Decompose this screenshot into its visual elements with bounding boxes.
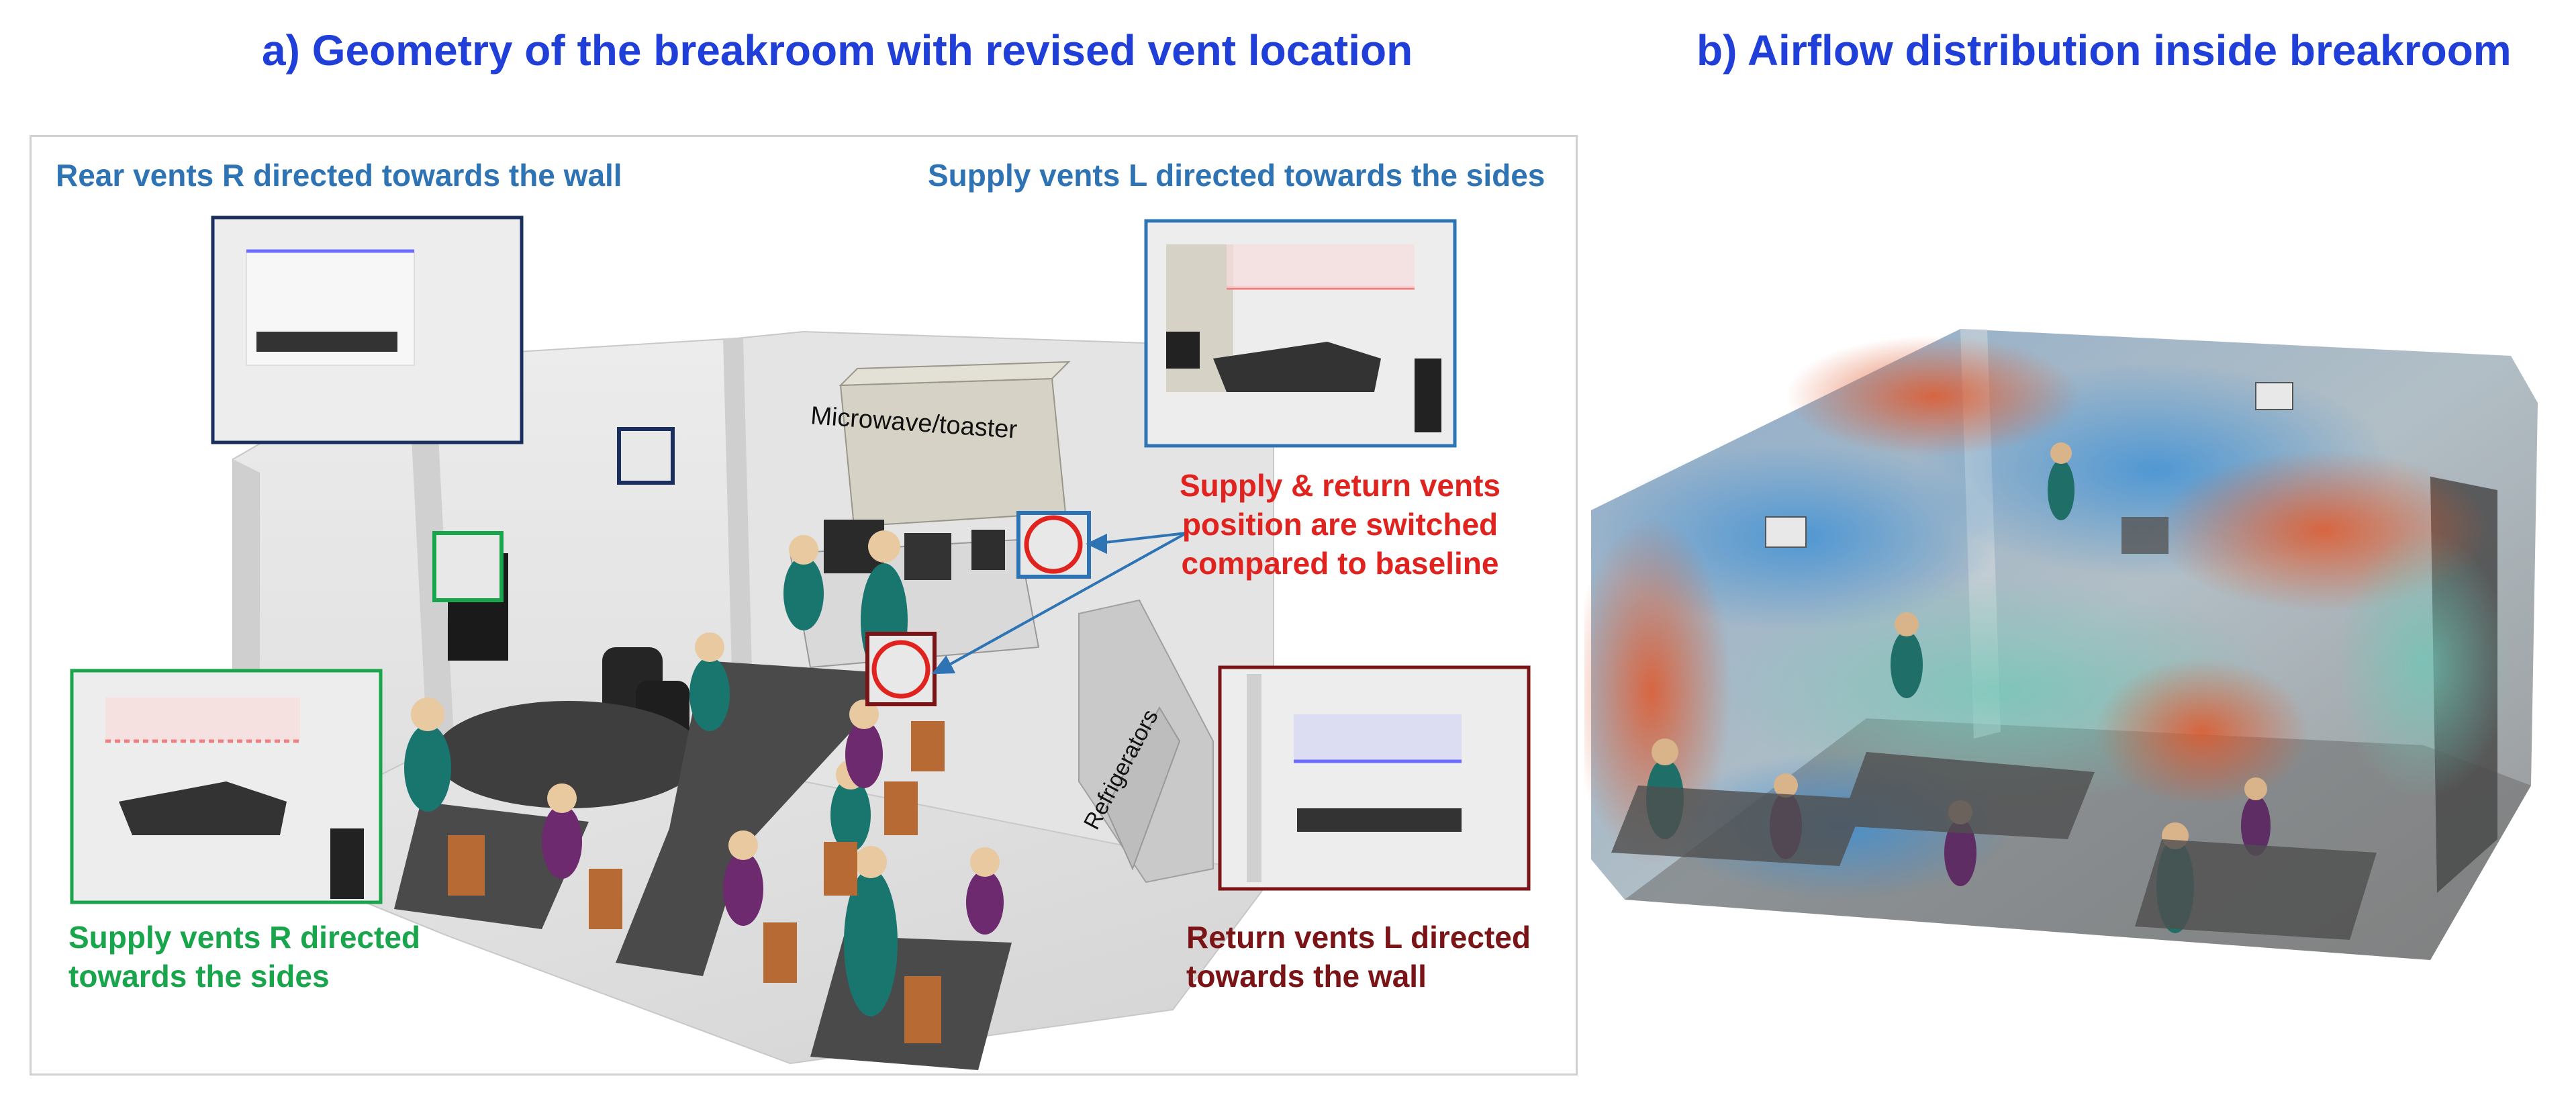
breakroom-geometry-illustration: [70, 216, 1531, 1070]
switch-note-line-2: position are switched: [1182, 507, 1498, 542]
return-vent-l-circle: [871, 640, 931, 699]
supply-vents-r-line-1: Supply vents R directed: [68, 920, 421, 955]
rear-vents-r-label: Rear vents R directed towards the wall: [56, 158, 622, 193]
switch-note-line-1: Supply & return vents: [1180, 468, 1500, 503]
airflow-vents: [1765, 382, 2293, 554]
occupants: [404, 530, 1004, 1016]
inset-supply-vents-l: [1144, 219, 1457, 448]
inset-rear-vents-r: [211, 216, 524, 444]
airflow-visualization: [1584, 329, 2538, 960]
inset-return-vents-l: [1218, 665, 1531, 891]
supply-vent-l-circle: [1024, 515, 1083, 574]
chairs: [448, 721, 945, 1043]
return-vents-l-line-2: towards the wall: [1186, 959, 1427, 994]
airflow-tables: [1611, 752, 2377, 940]
supply-vents-r-line-2: towards the sides: [68, 959, 330, 994]
supply-vents-r-label: Supply vents R directed towards the side…: [68, 918, 420, 996]
supply-return-switch-note: Supply & return vents position are switc…: [1180, 466, 1500, 583]
airflow-panel: [1584, 316, 2551, 973]
panel-b-title: b) Airflow distribution inside breakroom: [1697, 26, 2512, 75]
note-arrows: [931, 532, 1187, 675]
rear-vent-r-marker: [617, 427, 675, 485]
tables: [394, 661, 1012, 1070]
panel-a-title: a) Geometry of the breakroom with revise…: [262, 26, 1413, 75]
microwave-toaster: [839, 361, 1071, 528]
supply-vents-l-label: Supply vents L directed towards the side…: [928, 158, 1545, 193]
supply-vent-r-marker: [432, 531, 504, 602]
inset-supply-vents-r: [70, 669, 383, 904]
return-vent-l-marker: [865, 632, 937, 706]
switch-note-line-3: compared to baseline: [1181, 546, 1499, 581]
return-vents-l-label: Return vents L directed towards the wall: [1186, 918, 1531, 996]
geometry-panel: Rear vents R directed towards the wall S…: [30, 135, 1578, 1076]
refrigerators: [1078, 599, 1214, 884]
return-vents-l-line-1: Return vents L directed: [1186, 920, 1531, 955]
